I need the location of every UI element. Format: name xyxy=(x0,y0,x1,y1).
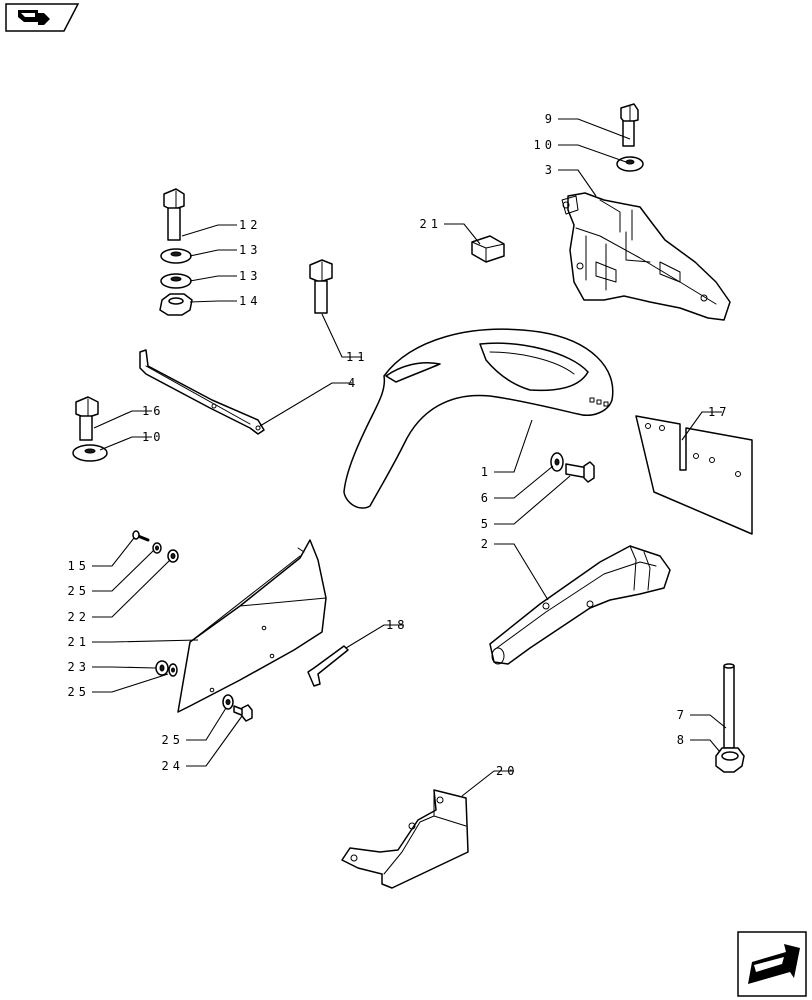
callout-25-bottom: 25 xyxy=(162,733,184,747)
callout-13-lower: 13 xyxy=(239,269,261,283)
part-bracket-3 xyxy=(561,192,731,321)
back-to-index-icon[interactable] xyxy=(5,3,80,32)
part-washer-6 xyxy=(550,452,564,472)
part-washer-25-side xyxy=(168,663,178,677)
callout-24: 24 xyxy=(162,759,184,773)
part-bolt-11 xyxy=(309,259,333,314)
part-shield-plate-15 xyxy=(177,539,327,713)
part-nut-21-top xyxy=(167,549,179,563)
callout-17: 15 xyxy=(68,559,90,573)
callout-22: 20 xyxy=(496,764,518,778)
callout-11: 11 xyxy=(346,350,368,364)
callout-7: 7 xyxy=(677,708,688,722)
part-plug-16 xyxy=(471,235,505,263)
callout-1: 1 xyxy=(481,465,492,479)
callout-10-left: 10 xyxy=(142,430,164,444)
part-screw-17 xyxy=(132,530,150,542)
callout-8: 8 xyxy=(677,733,688,747)
part-washer-13-upper xyxy=(160,248,192,264)
part-bolt-9 xyxy=(620,103,639,147)
part-washer-13-lower xyxy=(160,273,192,289)
callout-10-top: 10 xyxy=(534,138,556,152)
callout-25-side: 25 xyxy=(68,685,90,699)
part-washer-10-top xyxy=(616,156,644,172)
callout-14: 14 xyxy=(239,294,261,308)
callout-5: 5 xyxy=(481,517,492,531)
part-stud-7 xyxy=(723,663,735,749)
callout-3: 3 xyxy=(545,163,556,177)
part-bolt-5 xyxy=(565,461,595,483)
callout-18: 16 xyxy=(142,404,164,418)
callout-6: 6 xyxy=(481,491,492,505)
callout-9: 9 xyxy=(545,112,556,126)
part-support-rod-4 xyxy=(139,349,265,435)
part-mud-flap-19 xyxy=(635,415,753,535)
callout-12: 12 xyxy=(239,218,261,232)
part-washer-25-bottom xyxy=(222,694,234,710)
part-hex-key-20 xyxy=(307,645,349,687)
callout-21-top: 22 xyxy=(68,610,90,624)
part-nut-14 xyxy=(159,293,193,316)
part-lower-bracket-2 xyxy=(489,545,671,665)
part-nut-8 xyxy=(715,747,745,773)
next-page-arrow-icon[interactable] xyxy=(737,931,807,997)
callout-13-upper: 13 xyxy=(239,243,261,257)
part-washer-23 xyxy=(152,542,162,554)
callout-2: 2 xyxy=(481,537,492,551)
callout-16: 21 xyxy=(420,217,442,231)
callout-4: 4 xyxy=(348,376,359,390)
callout-23: 25 xyxy=(68,584,90,598)
callout-labels: 9 10 3 21 12 13 13 14 11 4 16 10 17 1 6 … xyxy=(68,112,730,778)
part-bolt-18 xyxy=(75,396,99,441)
part-mounting-bracket-22 xyxy=(341,789,469,889)
part-nut-21-side xyxy=(155,660,169,676)
part-fender-1 xyxy=(343,328,614,509)
callout-15: 21 xyxy=(68,635,90,649)
callout-21-side: 23 xyxy=(68,660,90,674)
part-bolt-24 xyxy=(233,704,253,722)
leader-lines xyxy=(92,118,727,797)
callout-19: 17 xyxy=(708,405,730,419)
part-bolt-12 xyxy=(163,188,185,241)
callout-20: 18 xyxy=(386,618,408,632)
part-washer-10-left xyxy=(72,444,108,462)
